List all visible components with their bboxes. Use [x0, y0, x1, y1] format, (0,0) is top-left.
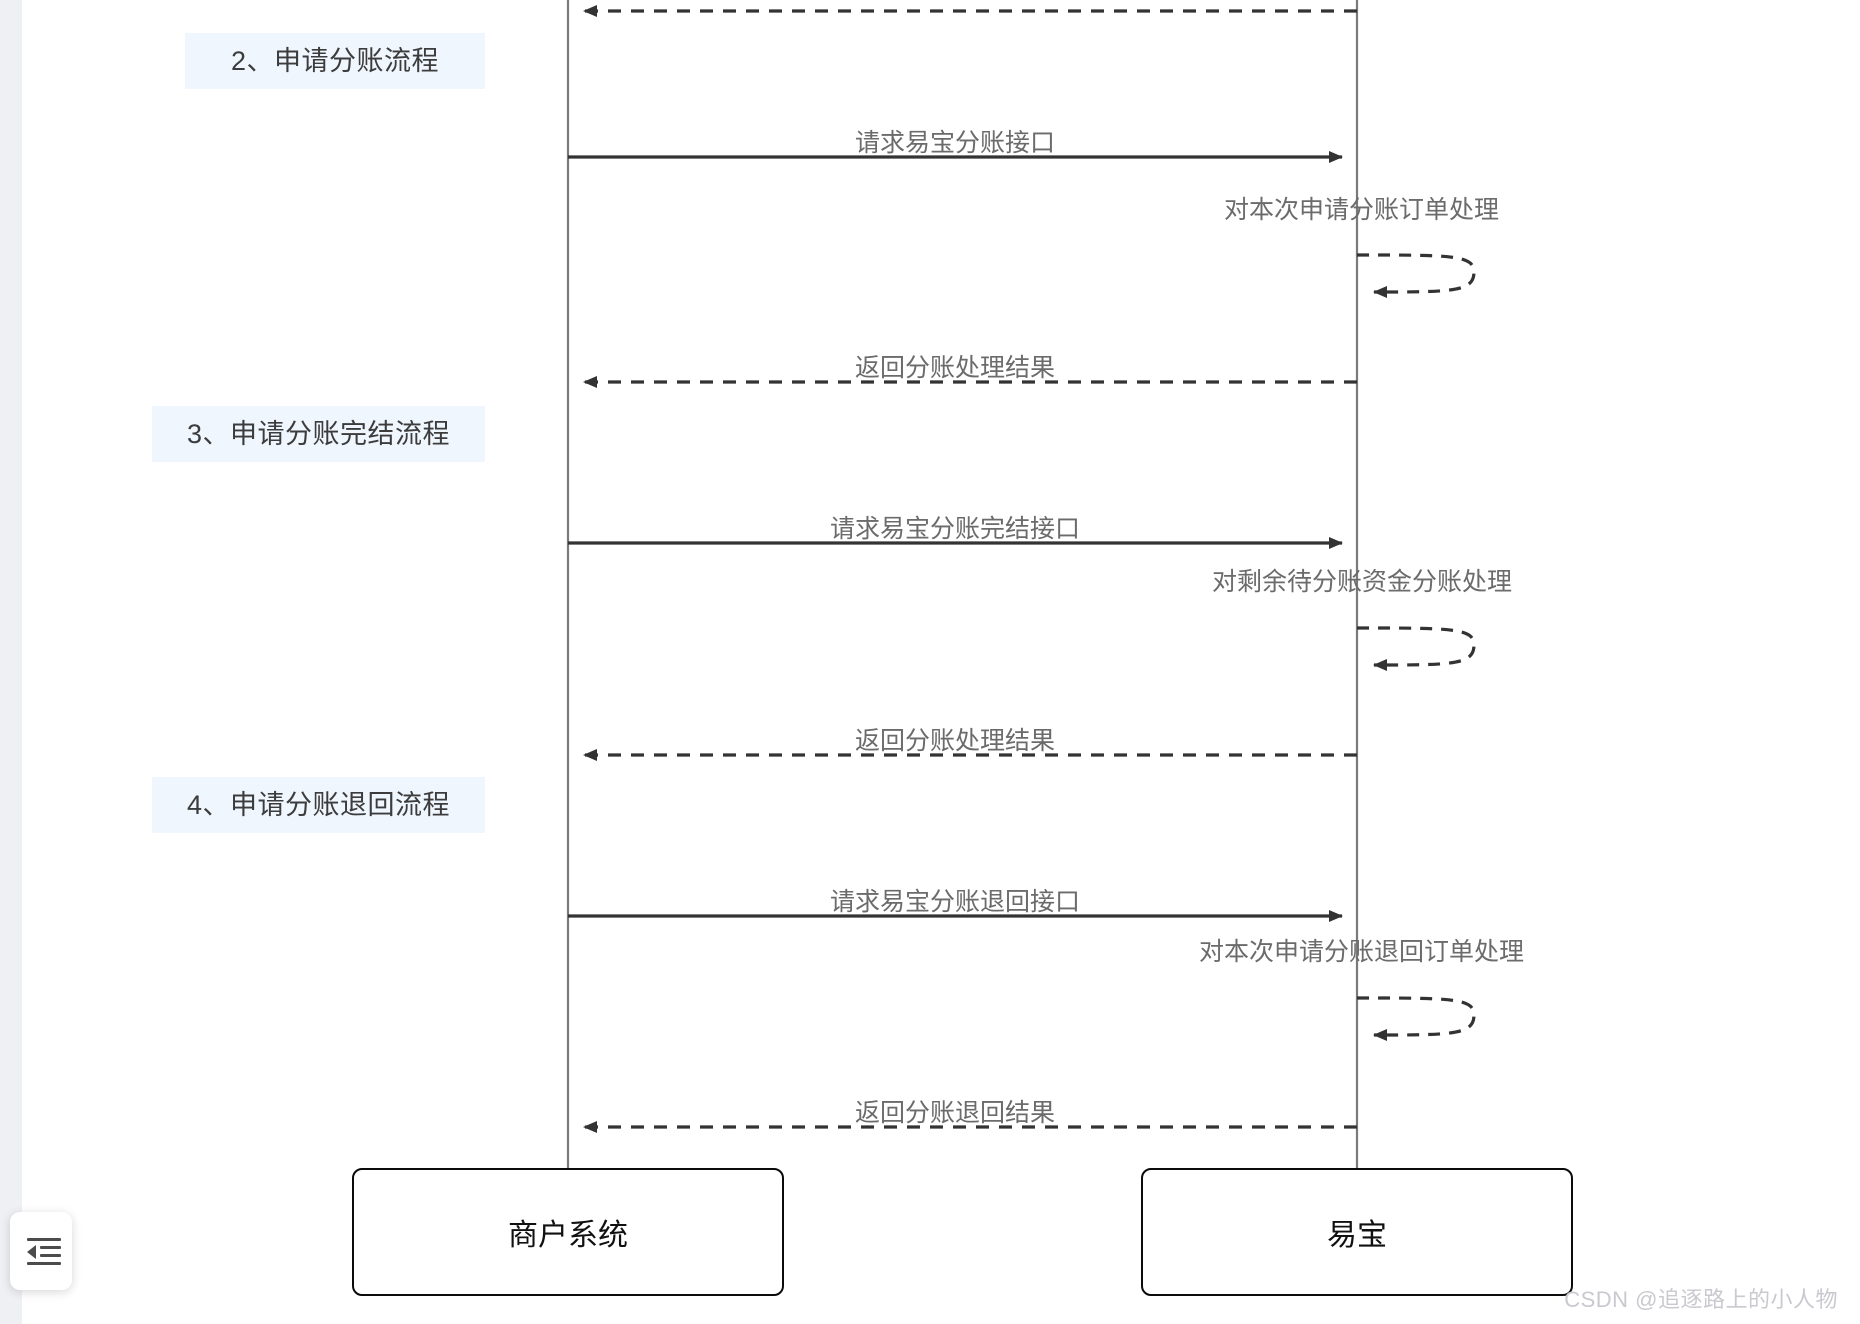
sequence-diagram-svg [566, 0, 1476, 1168]
section-chip-4: 4、申请分账退回流程 [152, 777, 485, 833]
message-label-m9: 返回分账退回结果 [854, 1099, 1055, 1127]
message-label-m1: 请求易宝分账接口 [854, 129, 1055, 157]
participant-box-yeepay[interactable]: 易宝 [1141, 1168, 1573, 1296]
section-chip-3: 3、申请分账完结流程 [152, 406, 485, 462]
watermark-text: CSDN @追逐路上的小人物 [1564, 1287, 1838, 1312]
message-label-m2: 对本次申请分账订单处理 [1224, 196, 1500, 224]
participant-label-merchant: 商户系统 [508, 1219, 628, 1252]
message-label-m6: 返回分账处理结果 [854, 727, 1055, 755]
diagram-canvas: 2、申请分账流程 3、申请分账完结流程 4、申请分账退回流程 请求易宝分账接口 … [10, 0, 1860, 1324]
collapse-sidebar-button[interactable] [10, 1212, 72, 1290]
participant-box-merchant[interactable]: 商户系统 [352, 1168, 784, 1296]
message-label-m4: 请求易宝分账完结接口 [829, 515, 1080, 543]
self-loop-m5 [1356, 626, 1476, 671]
message-label-m7: 请求易宝分账退回接口 [829, 888, 1080, 916]
left-gutter-strip [0, 0, 22, 1324]
message-label-m5: 对剩余待分账资金分账处理 [1212, 568, 1513, 596]
participant-label-yeepay: 易宝 [1327, 1219, 1387, 1252]
sequence-diagram [22, 0, 1860, 1324]
message-label-m3: 返回分账处理结果 [854, 354, 1055, 382]
indent-left-icon [27, 1238, 61, 1265]
message-label-m8: 对本次申请分账退回订单处理 [1199, 938, 1525, 966]
self-loop-m2 [1356, 253, 1476, 298]
self-loop-m8 [1356, 996, 1476, 1041]
section-chip-2: 2、申请分账流程 [185, 33, 485, 89]
